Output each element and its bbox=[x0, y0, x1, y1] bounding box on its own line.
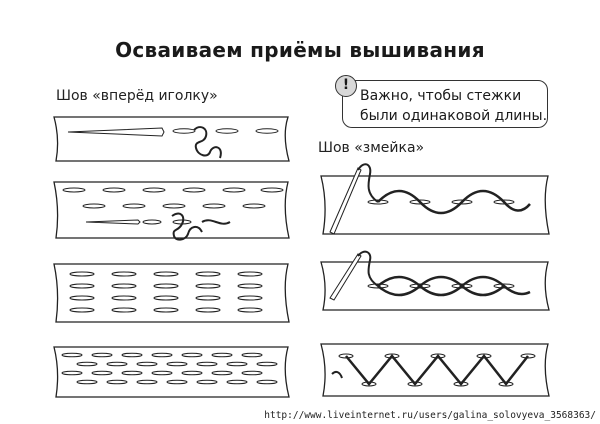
forward-stitch-label: Шов «вперёд иголку» bbox=[56, 88, 218, 104]
thread-icon bbox=[377, 275, 531, 297]
forward-stitch-strip-1 bbox=[53, 116, 290, 162]
snake-stitch-strip-2 bbox=[320, 250, 550, 311]
forward-stitch-strip-2 bbox=[53, 181, 290, 241]
page-title: Осваиваем приёмы вышивания bbox=[115, 38, 485, 62]
note-text: Важно, чтобы стежки были одинаковой длин… bbox=[360, 88, 548, 124]
needle-icon bbox=[329, 167, 362, 235]
snake-stitch-strip-3 bbox=[320, 343, 550, 397]
forward-stitch-strip-4 bbox=[53, 346, 290, 398]
thread-icon bbox=[377, 189, 531, 215]
needle-icon bbox=[85, 219, 141, 225]
note-callout bbox=[342, 80, 548, 128]
forward-stitch-strip-3 bbox=[53, 263, 290, 323]
exclamation-icon: ! bbox=[335, 75, 357, 97]
needle-icon bbox=[329, 253, 362, 301]
thread-icon bbox=[171, 212, 231, 241]
thread-icon bbox=[345, 354, 529, 387]
source-url: http://www.liveinternet.ru/users/galina_… bbox=[264, 410, 596, 421]
thread-icon bbox=[193, 126, 222, 159]
snake-stitch-strip-1 bbox=[320, 163, 550, 235]
needle-icon bbox=[67, 127, 165, 137]
snake-stitch-label: Шов «змейка» bbox=[318, 140, 425, 156]
